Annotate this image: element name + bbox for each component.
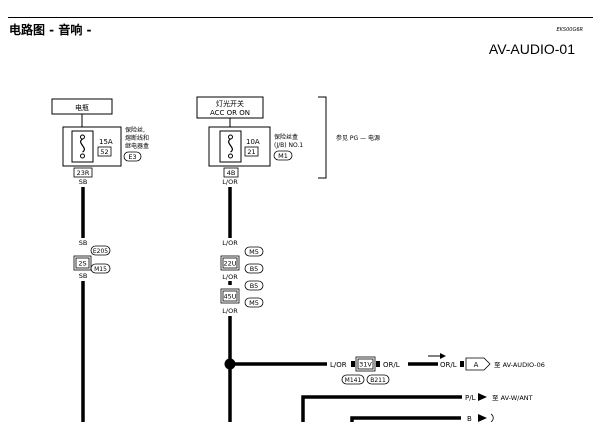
branch3-color: B: [467, 415, 472, 422]
branch-color-in: L/OR: [330, 361, 347, 369]
branch-color-out: OR/L: [383, 361, 400, 369]
left-conn-a: E205: [93, 248, 108, 255]
fuse-15a: 15A 52 保险丝, 熔断线和 继电器盒 E3 23R: [62, 126, 149, 178]
left-terminal: 2S: [78, 260, 86, 268]
branch2-dest: 至 AV-W/ANT: [492, 394, 533, 402]
right-term-1: 22U: [223, 260, 236, 268]
fuse2-amp: 10A: [246, 138, 260, 146]
fuse2-desc-1: 保险丝盒: [274, 133, 298, 141]
fuse-symbol-icon: [80, 138, 85, 153]
arrow-right-icon: [478, 414, 487, 422]
header-rule: [8, 17, 593, 18]
battery-label: 电瓶: [75, 103, 89, 112]
ignition-box: 灯光开关 ACC OR ON: [196, 96, 264, 127]
branch-color-arrow: OR/L: [440, 361, 457, 369]
reference-note: 参见 PG — 电源: [336, 134, 380, 142]
fuse2-connector: M1: [278, 152, 288, 160]
off-page-connector-icon: [465, 357, 491, 371]
branch-b: B: [350, 413, 494, 422]
fuse2-number: 21: [247, 148, 255, 156]
right-wire-color-4: L/OR: [222, 307, 238, 315]
fuse2-desc-2: (J/B) NO.1: [274, 142, 303, 149]
branch-w-ant: P/L 至 AV-W/ANT: [301, 393, 533, 422]
battery-box: 电瓶: [51, 98, 113, 127]
fuse-10a: 10A 21 保险丝盒 (J/B) NO.1 M1 4B: [208, 126, 303, 178]
left-wire-color-bot: SB: [79, 272, 88, 280]
fuse-symbol-icon: [228, 138, 233, 153]
fuse1-number: 52: [100, 148, 108, 156]
branch-conn-b: B211: [370, 377, 386, 384]
branch-terminal: 31V: [359, 361, 372, 369]
right-conn-1: M5: [249, 248, 259, 256]
fuse1-terminal: 23R: [77, 169, 90, 177]
doc-code: EKS00G6R: [556, 27, 583, 33]
right-wire-color-2: L/OR: [222, 239, 238, 247]
branch-dest: 至 AV-AUDIO-06: [494, 361, 545, 369]
left-wire-color-mid: SB: [79, 239, 88, 247]
page-title: 电路图 - 音响 -: [9, 23, 92, 37]
right-conn-4: M5: [249, 299, 259, 307]
right-wire-color-3: L/OR: [222, 273, 238, 281]
right-conn-2: B5: [250, 265, 259, 273]
ignition-label-2: ACC OR ON: [210, 109, 250, 117]
fuse1-desc-3: 继电器盒: [125, 142, 149, 150]
fuse1-connector: E3: [128, 153, 136, 161]
left-wire-color-top: SB: [79, 178, 88, 186]
right-wire-color-1: L/OR: [222, 178, 238, 186]
left-wire: SB SB E205 2S M15 SB: [73, 178, 111, 422]
fuse1-desc-1: 保险丝,: [125, 126, 145, 134]
arrow-right-icon: [478, 393, 487, 401]
fuse2-terminal: 4B: [227, 169, 236, 177]
branch2-color: P/L: [465, 394, 476, 402]
right-term-2: 45U: [223, 293, 236, 301]
reference-bracket: 参见 PG — 电源: [318, 96, 380, 179]
ignition-label-1: 灯光开关: [216, 99, 244, 108]
left-conn-b: M15: [94, 266, 107, 273]
right-wire: L/OR L/OR M5 22U B5 L/OR B5 45U M5 L/OR: [220, 178, 264, 422]
fuse1-amp: 15A: [99, 138, 113, 146]
fuse1-desc-2: 熔断线和: [125, 134, 149, 142]
branch-arrow-letter: A: [474, 361, 479, 369]
branch-conn-a: M141: [345, 377, 362, 384]
diagram-id: AV-AUDIO-01: [488, 41, 575, 57]
right-conn-3: B5: [250, 282, 259, 290]
branch-audio06: L/OR 31V OR/L M141 B211 OR/L A 至 AV-AUDI…: [230, 353, 545, 385]
